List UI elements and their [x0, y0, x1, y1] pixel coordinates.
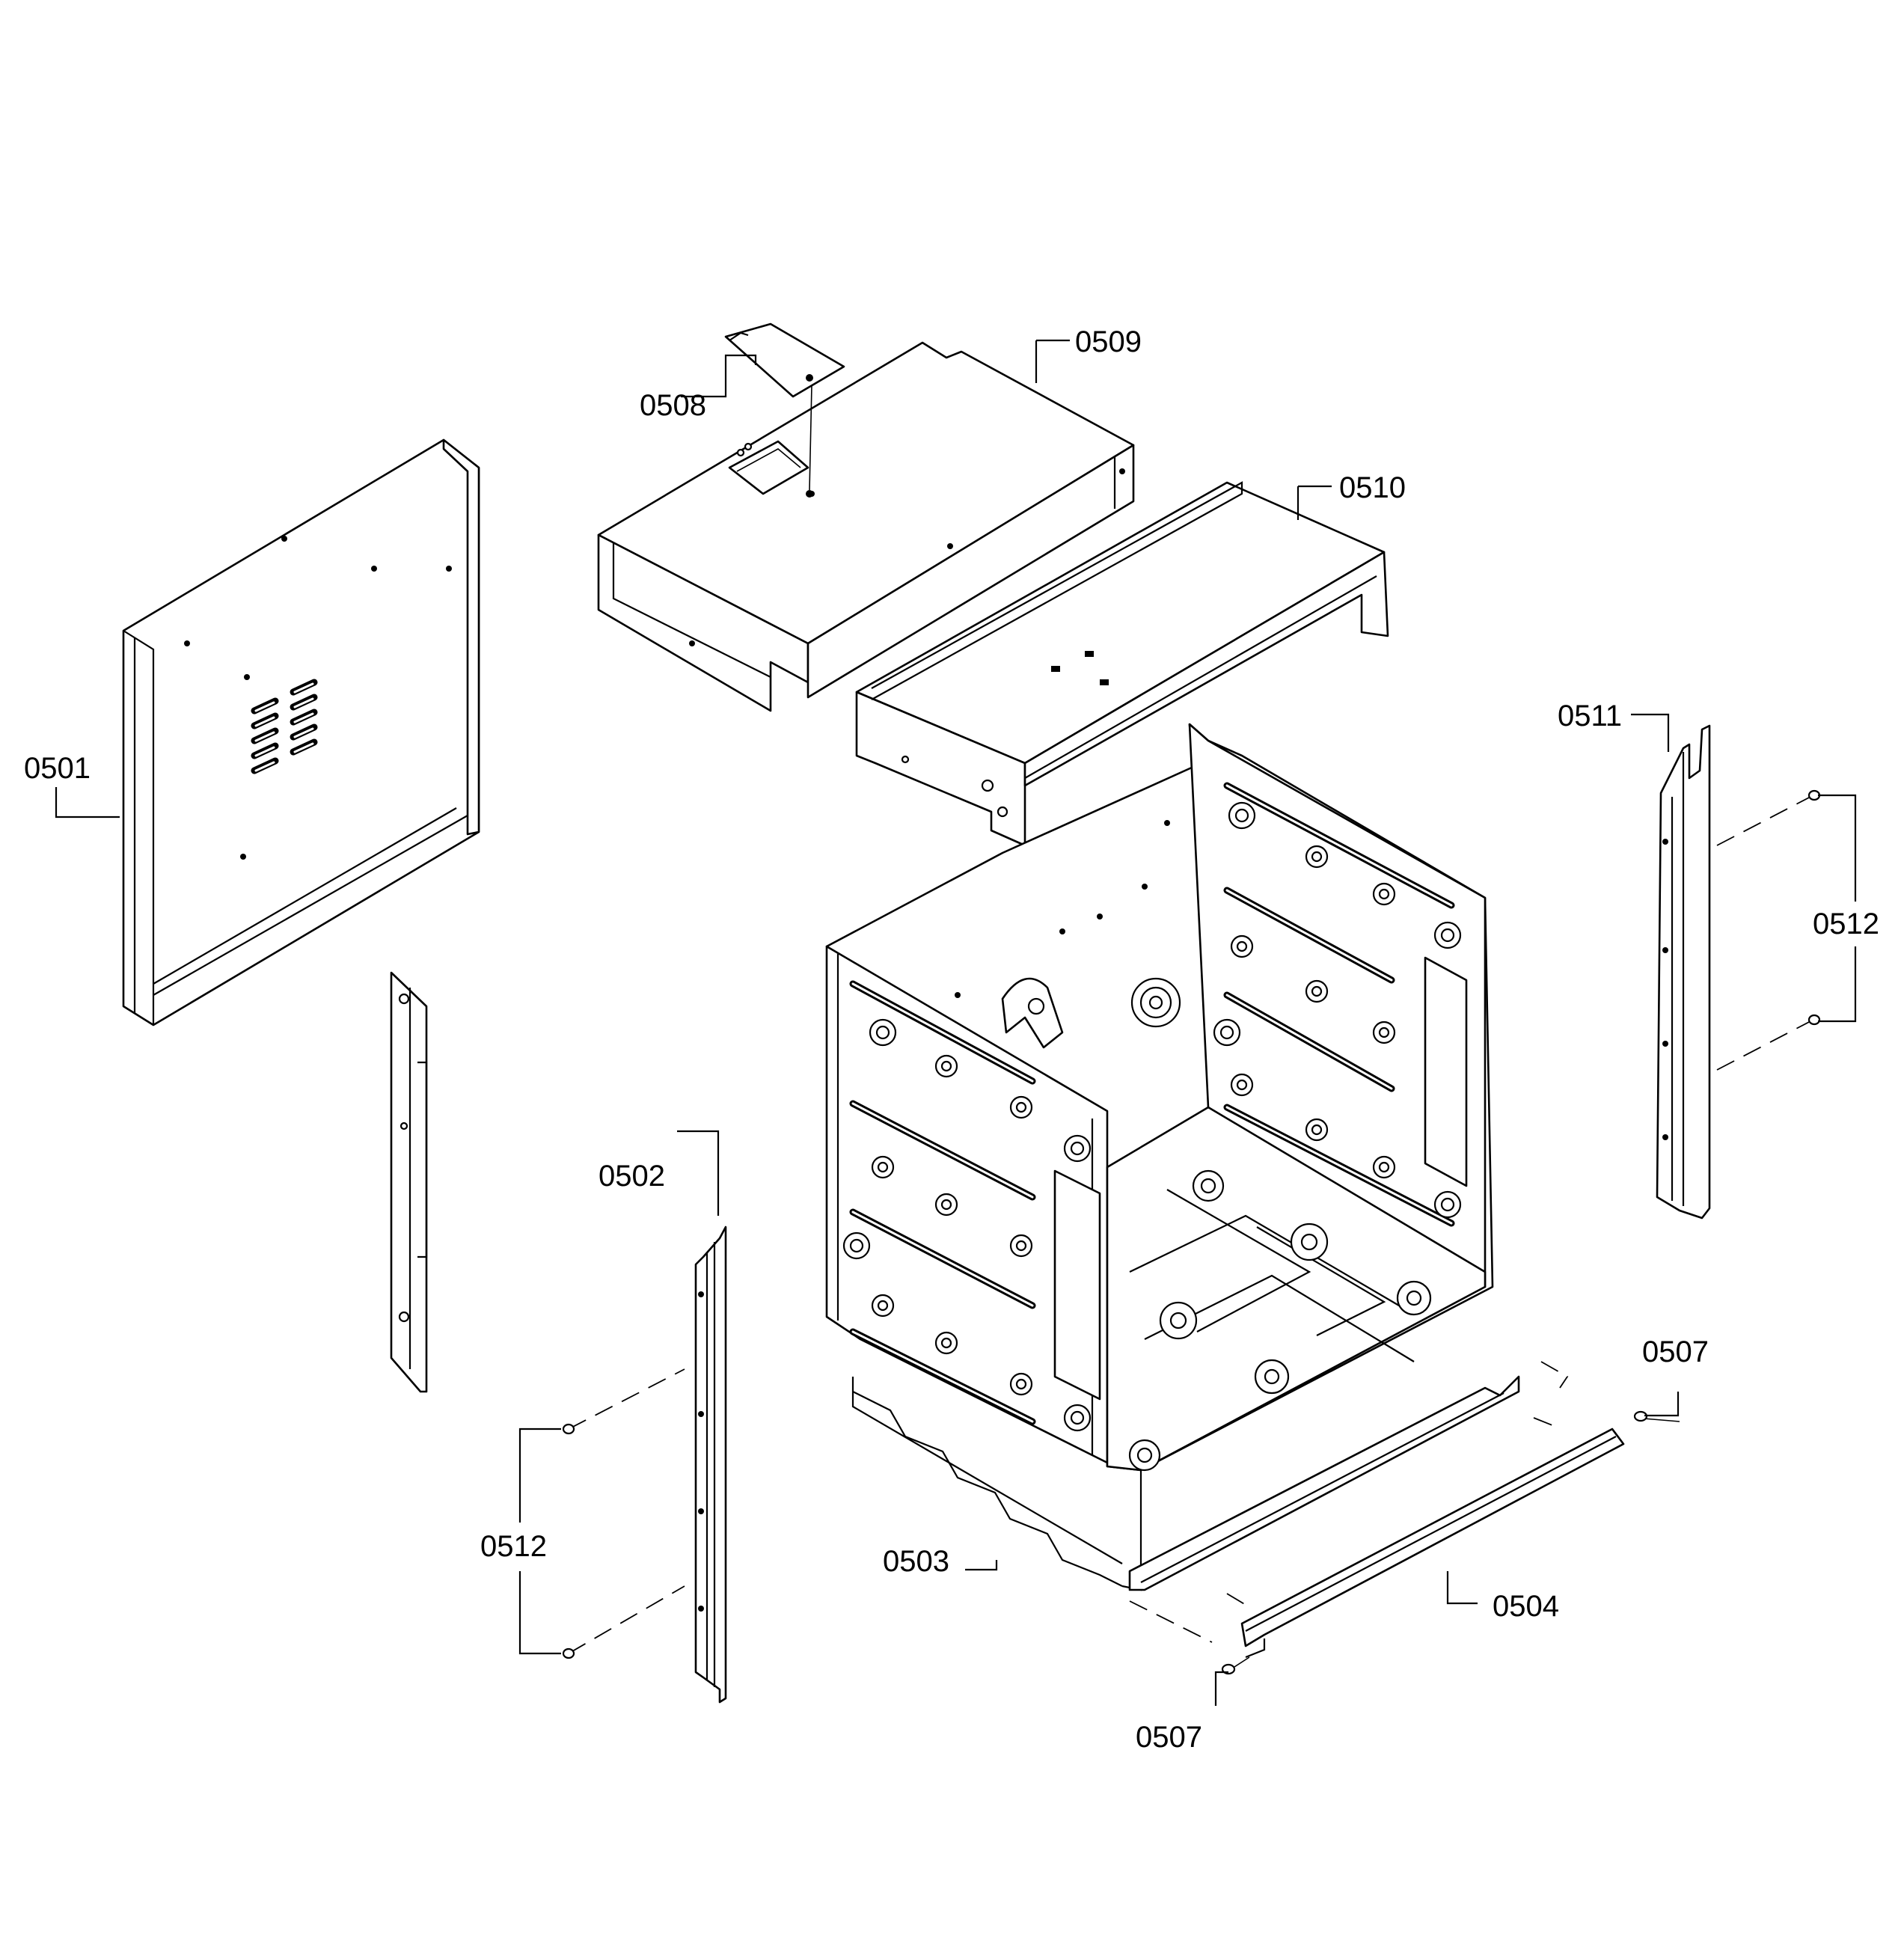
part-0511-side-strip	[1656, 724, 1821, 1220]
part-0501-side-panel	[122, 438, 480, 1026]
part-0508-plate	[724, 322, 845, 498]
callout-0511: 0511	[1558, 700, 1622, 732]
callout-0512-right: 0512	[1813, 908, 1879, 940]
callout-labels: 0501 0502 0503 0504 0507 0507 0508 0509 …	[24, 325, 1879, 1754]
part-0502-side-strip	[562, 1226, 727, 1704]
part-0510-cover	[855, 481, 1389, 847]
part-0504-lower-strip	[1128, 1361, 1625, 1659]
callout-0509: 0509	[1075, 325, 1142, 358]
callout-0507-bottom: 0507	[1136, 1721, 1202, 1754]
screw-0507-bottom	[1221, 1656, 1250, 1675]
callout-0504: 0504	[1493, 1590, 1559, 1623]
callout-0507-top: 0507	[1642, 1335, 1709, 1368]
screw-0507-top	[1633, 1410, 1680, 1422]
part-0503-oven-cavity	[825, 723, 1494, 1591]
callout-0508: 0508	[640, 389, 706, 422]
part-0501-bracket	[390, 971, 428, 1393]
part-0509-top-cover	[597, 341, 1135, 712]
callout-0501: 0501	[24, 752, 91, 785]
fan-motor-port	[1130, 977, 1181, 1028]
callout-0510: 0510	[1339, 471, 1406, 504]
callout-0502: 0502	[599, 1160, 665, 1193]
leader-lines	[55, 339, 1857, 1706]
thermostat-bracket	[1001, 977, 1064, 1049]
callout-0512-left: 0512	[480, 1530, 547, 1563]
callout-0503: 0503	[883, 1545, 949, 1578]
vent-louvers	[251, 679, 318, 774]
